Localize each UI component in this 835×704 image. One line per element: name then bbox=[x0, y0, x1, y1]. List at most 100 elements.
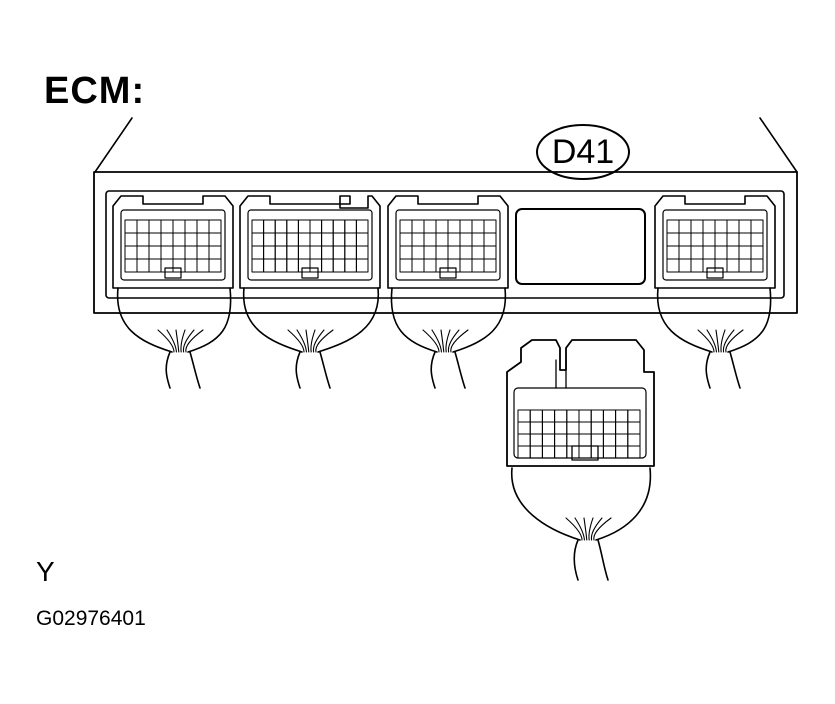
bundle-left bbox=[165, 351, 171, 389]
pin-cell bbox=[554, 445, 568, 459]
pin-cell bbox=[517, 421, 531, 435]
pin-cell bbox=[541, 409, 556, 423]
pin-cell bbox=[297, 219, 311, 234]
harness-outline-right bbox=[595, 467, 652, 541]
pin-cell bbox=[172, 258, 186, 273]
pin-cell bbox=[160, 258, 174, 273]
key-notch bbox=[301, 267, 319, 279]
pin-cell bbox=[666, 245, 680, 260]
bundle-left bbox=[295, 351, 301, 389]
detached-connector-face bbox=[513, 387, 647, 459]
harness-wire bbox=[431, 329, 442, 353]
pin-cell bbox=[184, 219, 198, 234]
pin-cell bbox=[517, 433, 531, 447]
harness-wire bbox=[715, 329, 720, 353]
pin-cell bbox=[136, 245, 150, 260]
pin-grid bbox=[124, 219, 222, 273]
pin-cell bbox=[447, 245, 461, 260]
pin-cell bbox=[566, 409, 580, 423]
pin-cell bbox=[196, 219, 210, 234]
harness-wire bbox=[305, 329, 310, 353]
pin-cell bbox=[355, 245, 369, 260]
pin-cell bbox=[702, 258, 716, 273]
pin-cell bbox=[355, 219, 369, 234]
harness-wire bbox=[182, 329, 195, 353]
pin-cell bbox=[399, 245, 413, 260]
pin-cell bbox=[678, 258, 692, 273]
connector-face bbox=[120, 209, 226, 281]
pin-cell bbox=[297, 245, 311, 260]
detached-connector-d41 bbox=[506, 339, 655, 581]
harness-outline-left bbox=[656, 287, 713, 353]
pin-cell bbox=[714, 219, 728, 234]
harness-wire bbox=[157, 329, 175, 353]
harness-wire bbox=[720, 329, 726, 353]
pin-cell bbox=[590, 409, 604, 423]
pin-cell bbox=[666, 219, 680, 234]
pin-cell bbox=[208, 245, 222, 260]
pin-cell bbox=[399, 219, 413, 234]
harness-outline-left bbox=[116, 287, 173, 353]
bundle-right bbox=[597, 539, 609, 581]
pin-cell bbox=[355, 232, 369, 247]
pin-cell bbox=[602, 433, 617, 447]
pin-cell bbox=[160, 232, 174, 247]
pin-cell bbox=[529, 421, 543, 435]
pin-cell bbox=[678, 245, 692, 260]
pin-cell bbox=[321, 219, 334, 234]
pin-cell bbox=[355, 258, 369, 273]
harness-wire bbox=[422, 329, 440, 353]
pin-cell bbox=[411, 219, 425, 234]
housing-edge-left bbox=[94, 117, 133, 173]
detached-connector-shell bbox=[506, 339, 655, 467]
pin-cell bbox=[263, 232, 276, 247]
pin-cell bbox=[471, 245, 485, 260]
pin-cell bbox=[447, 232, 461, 247]
pin-cell bbox=[529, 445, 543, 459]
harness-outline-left bbox=[390, 287, 438, 353]
pin-cell bbox=[251, 258, 265, 273]
pin-cell bbox=[309, 232, 323, 247]
wire-harness bbox=[511, 467, 652, 581]
pin-cell bbox=[435, 245, 449, 260]
harness-wire bbox=[565, 517, 583, 541]
pin-cell bbox=[541, 433, 556, 447]
pin-cell bbox=[483, 245, 497, 260]
pin-cell bbox=[738, 258, 752, 273]
pin-cell bbox=[148, 219, 162, 234]
harness-wire bbox=[722, 329, 735, 353]
harness-wire bbox=[706, 329, 717, 353]
pin-cell bbox=[208, 232, 222, 247]
harness-outline-left bbox=[242, 287, 303, 353]
harness-wire bbox=[185, 329, 204, 353]
pin-cell bbox=[263, 245, 276, 260]
pin-cell bbox=[678, 219, 692, 234]
pin-cell bbox=[399, 258, 413, 273]
pin-cell bbox=[251, 219, 265, 234]
pin-cell bbox=[136, 258, 150, 273]
harness-outline-right bbox=[727, 287, 772, 353]
pin-cell bbox=[321, 232, 334, 247]
pin-cell bbox=[447, 219, 461, 234]
harness-wire bbox=[312, 329, 325, 353]
pin-cell bbox=[690, 219, 704, 234]
pin-cell bbox=[399, 232, 413, 247]
detached-key-notch bbox=[571, 445, 599, 461]
pin-cell bbox=[750, 258, 764, 273]
pin-cell bbox=[714, 258, 728, 273]
pin-cell bbox=[309, 219, 323, 234]
pin-cell bbox=[344, 258, 357, 273]
pin-cell bbox=[435, 258, 449, 273]
pin-cell bbox=[541, 421, 556, 435]
pin-cell bbox=[738, 245, 752, 260]
pin-cell bbox=[459, 258, 473, 273]
pin-cell bbox=[541, 445, 556, 459]
harness-outline-right bbox=[317, 287, 380, 353]
pin-cell bbox=[411, 245, 425, 260]
pin-cell bbox=[148, 245, 162, 260]
harness-wire bbox=[725, 329, 744, 353]
bundle-left bbox=[430, 351, 436, 389]
harness-wire bbox=[588, 517, 594, 541]
